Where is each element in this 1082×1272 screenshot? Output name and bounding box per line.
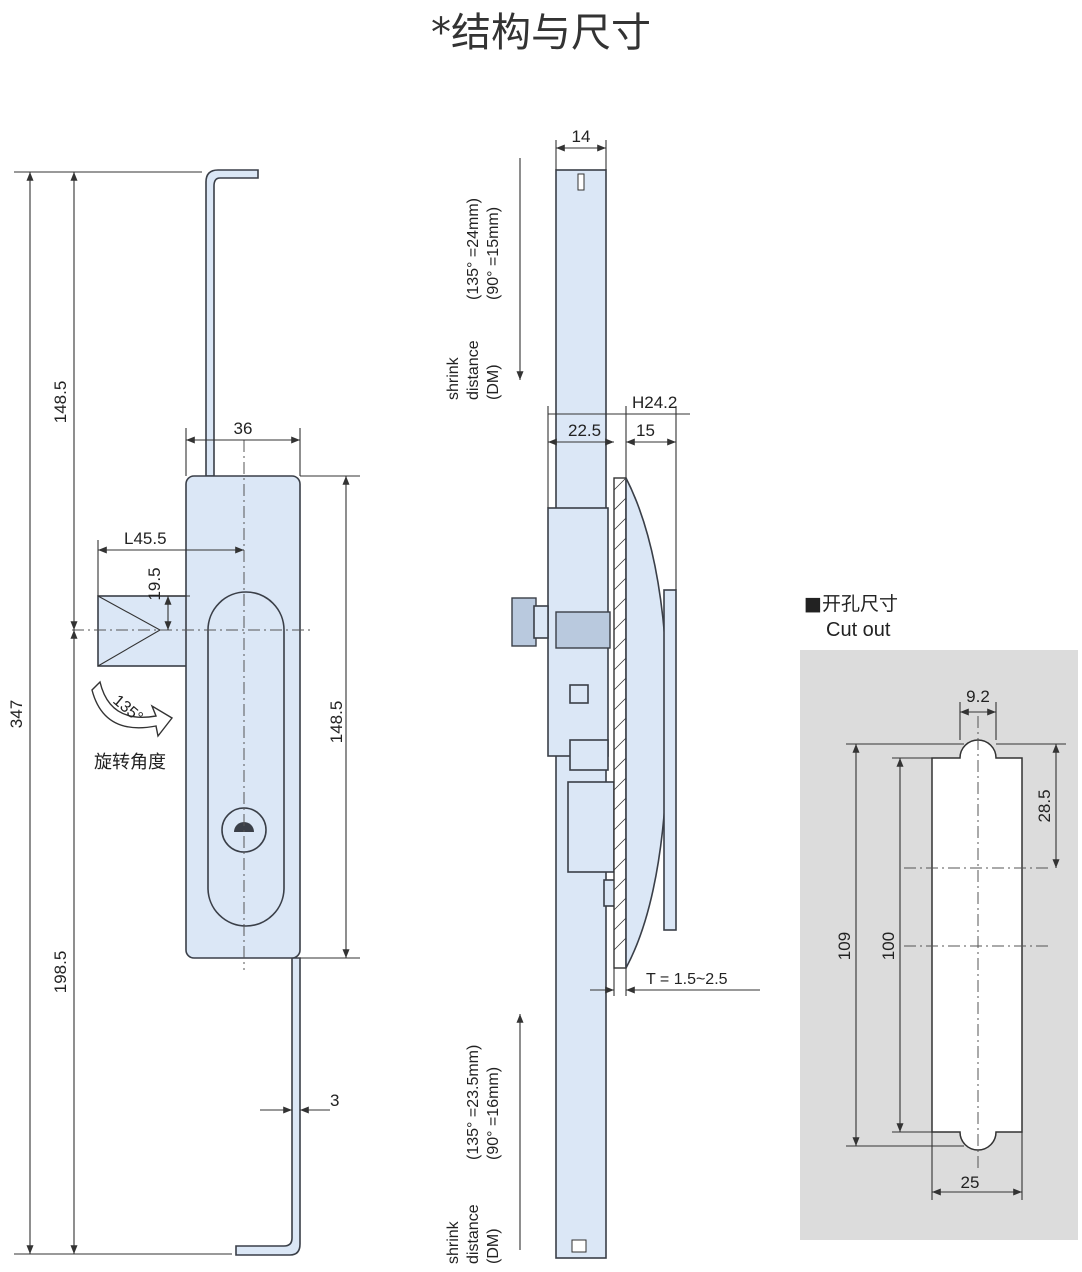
dim-cutout-total-height: 109	[835, 932, 854, 960]
lower-shrink-label1: shrink	[445, 1220, 462, 1264]
upper-shrink-line1: (135° =24mm)	[465, 198, 482, 300]
cutout-title-en: Cut out	[826, 619, 891, 641]
dim-notch-offset: 28.5	[1035, 789, 1054, 822]
cutout-panel: ■开孔尺寸 Cut out 9.2 28.5 109 100 25	[800, 593, 1078, 1240]
dim-plate-depth: 15	[636, 421, 655, 440]
spindle-nut	[511, 597, 537, 647]
dim-handle-depth: H24.2	[632, 393, 677, 412]
upper-shrink-label1: shrink	[445, 356, 462, 400]
lower-shrink-line1: (135° =23.5mm)	[465, 1045, 482, 1160]
key-slot	[234, 822, 254, 832]
front-view: 347 148.5 198.5 36 L45.5 19.5 148.5 3 13…	[7, 169, 360, 1256]
cutout-title-cn: ■开孔尺寸	[804, 593, 898, 615]
dim-base-depth: 22.5	[568, 421, 601, 440]
lower-shrink-label2: distance	[465, 1204, 482, 1264]
dim-total-height: 347	[7, 700, 26, 728]
handle-lever	[207, 591, 285, 927]
rotation-label: 旋转角度	[94, 752, 166, 773]
upper-shrink-label3: (DM)	[485, 364, 502, 400]
upper-shrink-line2: (90° =15mm)	[485, 207, 502, 300]
cutout-shape	[931, 739, 1023, 1151]
page-title: *结构与尺寸	[431, 10, 651, 56]
dim-latch-height: 19.5	[145, 567, 164, 600]
side-handle	[625, 477, 669, 969]
dim-rod-width: 14	[572, 127, 591, 146]
dim-handle-height: 148.5	[327, 701, 346, 744]
upper-rod	[205, 169, 259, 477]
dim-panel-thickness: T = 1.5~2.5	[646, 971, 728, 988]
dim-rod-thickness: 3	[330, 1091, 339, 1110]
side-view: 14 H24.2 22.5 15 T = 1.5~2.5 (135° =24mm…	[445, 127, 760, 1264]
dim-handle-width: 36	[234, 419, 253, 438]
mounting-plate	[613, 477, 627, 969]
dim-cutout-width: 25	[961, 1173, 980, 1192]
latch-tongue	[97, 595, 191, 667]
dim-lower-length: 198.5	[51, 951, 70, 994]
lower-rod	[235, 957, 301, 1256]
upper-shrink-label2: distance	[465, 340, 482, 400]
lower-shrink-line2: (90° =16mm)	[485, 1067, 502, 1160]
rotation-arrow-icon	[91, 680, 174, 738]
dim-latch-offset: L45.5	[124, 529, 167, 548]
dim-upper-length: 148.5	[51, 381, 70, 424]
dim-cutout-body-height: 100	[879, 932, 898, 960]
dim-notch-width: 9.2	[966, 687, 990, 706]
lower-shrink-label3: (DM)	[485, 1228, 502, 1264]
